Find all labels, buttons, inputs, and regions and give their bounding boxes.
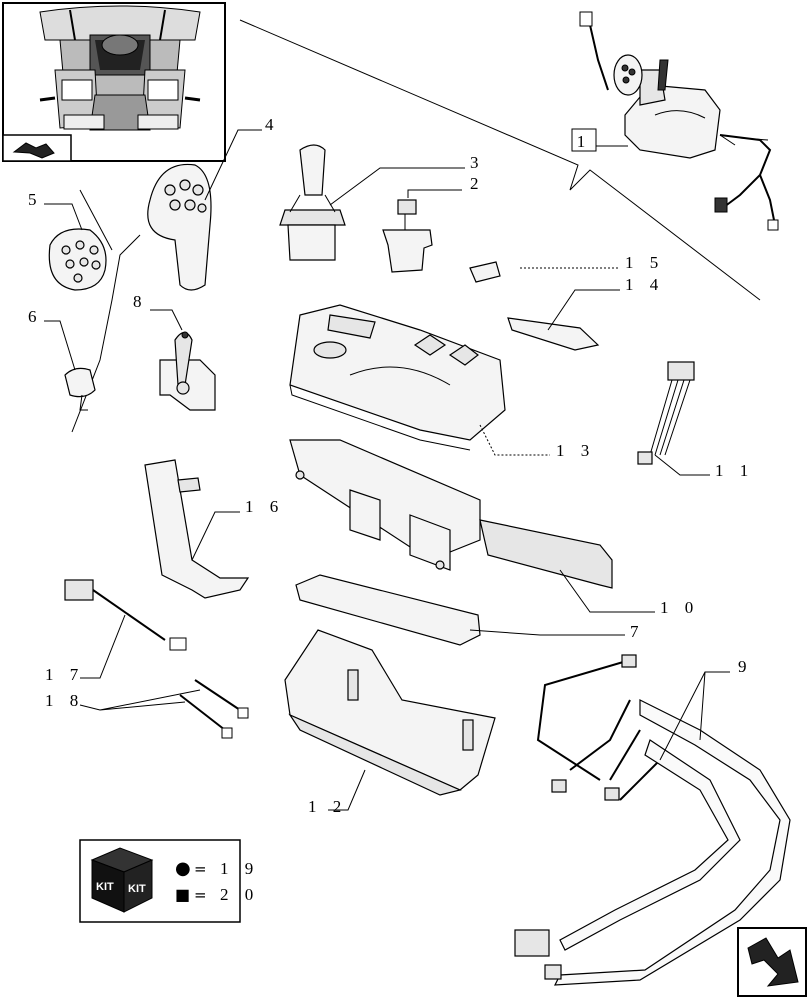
callout-3: 3 — [329, 153, 485, 206]
callout-10: 1 0 — [559, 569, 699, 617]
part-3-joystick[interactable] — [279, 144, 346, 261]
square-symbol: ■ — [175, 885, 190, 904]
callout-4-label: 4 — [265, 115, 280, 134]
callout-8-label: 8 — [133, 292, 148, 311]
callout-2: 2 — [407, 174, 485, 198]
part-12-tray[interactable] — [284, 629, 496, 796]
part-1-console-assembly[interactable] — [579, 11, 779, 231]
callout-18-label: 1 8 — [45, 691, 84, 710]
square-equals: = — [194, 886, 207, 904]
part-7-plate[interactable] — [295, 574, 481, 646]
callout-2-label: 2 — [470, 174, 485, 193]
callout-16: 1 6 — [191, 497, 284, 561]
callout-11: 1 1 — [654, 454, 754, 480]
callout-1-label: 1 — [577, 132, 592, 151]
callout-6: 6 — [28, 307, 76, 371]
callout-7: 7 — [469, 622, 645, 641]
callout-10-label: 1 0 — [660, 598, 699, 617]
kit-label-left: KIT — [96, 881, 114, 893]
callout-11-label: 1 1 — [715, 461, 754, 480]
callout-3-label: 3 — [470, 153, 485, 172]
callout-6-label: 6 — [28, 307, 43, 326]
part-18-jumpers[interactable] — [179, 679, 249, 739]
callout-4: 4 — [204, 115, 280, 201]
part-9-harness[interactable] — [514, 654, 791, 986]
callout-14: 1 4 — [547, 275, 664, 331]
callout-7-label: 7 — [630, 622, 645, 641]
callout-8: 8 — [133, 292, 183, 331]
cab-thumbnail-illustration — [39, 5, 201, 131]
circle-value: 1 9 — [220, 859, 259, 878]
kit-box-icon: KIT KIT — [90, 847, 154, 913]
callout-14-label: 1 4 — [625, 275, 664, 294]
callout-1: 1 — [571, 128, 628, 152]
part-2-switch-module[interactable] — [382, 199, 433, 273]
part-10-frame[interactable] — [289, 439, 613, 589]
part-16-support[interactable] — [144, 459, 250, 599]
next-arrow-icon — [747, 937, 799, 987]
callout-16-label: 1 6 — [245, 497, 284, 516]
callout-13-label: 1 3 — [556, 441, 595, 460]
circle-symbol: ● — [175, 858, 191, 879]
next-page-button[interactable] — [737, 927, 807, 997]
thumbnail-view[interactable] — [2, 2, 226, 162]
part-14-pad[interactable] — [507, 317, 600, 351]
part-6-switch[interactable] — [64, 367, 96, 411]
part-4-handle[interactable] — [147, 163, 212, 291]
part-17-cable[interactable] — [64, 579, 187, 651]
circle-equals: = — [194, 860, 207, 878]
part-8-bracket[interactable] — [159, 331, 216, 411]
callout-17-label: 1 7 — [45, 665, 84, 684]
callout-18: 1 8 — [45, 689, 201, 711]
callout-12: 1 2 — [308, 769, 366, 816]
callout-15: 1 5 — [520, 253, 664, 272]
callout-17: 1 7 — [45, 614, 126, 684]
callout-13: 1 3 — [479, 424, 595, 460]
part-15-cap[interactable] — [469, 261, 501, 283]
callout-15-label: 1 5 — [625, 253, 664, 272]
callout-9-label: 9 — [738, 657, 753, 676]
callout-9: 9 — [659, 657, 753, 761]
part-11-wire-connector[interactable] — [637, 361, 695, 465]
callout-5: 5 — [28, 190, 83, 231]
callout-5-label: 5 — [28, 190, 43, 209]
pointer-arrow-icon — [12, 142, 55, 159]
part-13-console-cover[interactable] — [289, 304, 506, 451]
kit-legend: KIT KIT ● = 1 9 ■ = 2 0 — [79, 839, 259, 923]
callout-12-label: 1 2 — [308, 797, 347, 816]
kit-label-right: KIT — [128, 883, 146, 895]
part-5-button-cover[interactable] — [48, 228, 107, 291]
square-value: 2 0 — [220, 885, 259, 904]
